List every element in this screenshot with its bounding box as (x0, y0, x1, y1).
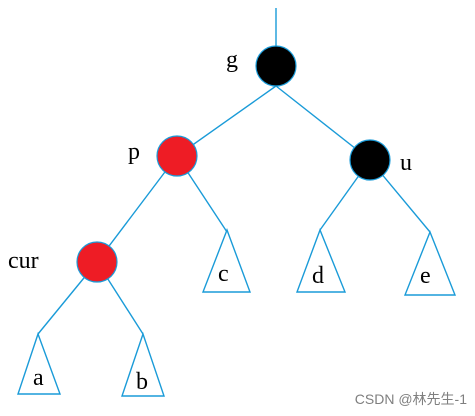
node-u-label: u (400, 150, 412, 176)
tree-nodes (76, 45, 391, 283)
subtree-c-label: c (218, 261, 229, 287)
node-cur-label: cur (8, 248, 39, 274)
subtree-e-label: e (420, 263, 431, 289)
subtree-a-triangle (17, 331, 62, 395)
subtree-d-label: d (312, 263, 324, 289)
node-u (349, 139, 391, 181)
node-cur (76, 241, 118, 283)
node-labels: g p u cur (8, 47, 412, 274)
subtree-a-label: a (33, 365, 44, 391)
node-p (156, 135, 198, 177)
edge-p-to-cur (96, 155, 178, 263)
csdn-watermark: CSDN @林先生-1 (355, 391, 467, 407)
subtree-labels: a b c d e (33, 261, 431, 395)
subtree-d-triangle (295, 228, 347, 293)
node-g-label: g (226, 47, 238, 73)
node-g (255, 45, 297, 87)
subtree-b-label: b (136, 369, 148, 395)
subtree-triangles (17, 228, 457, 397)
subtree-e-triangle (403, 230, 457, 296)
subtree-b-triangle (121, 331, 165, 397)
node-p-label: p (128, 139, 140, 165)
subtree-c-triangle (201, 228, 252, 293)
